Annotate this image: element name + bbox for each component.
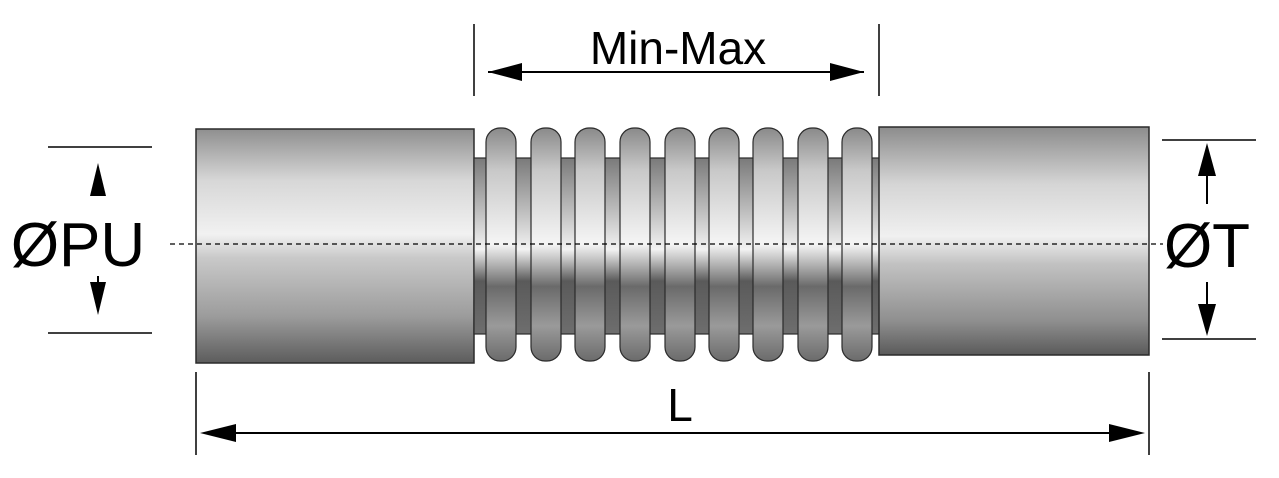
pu-label: ØPU: [11, 211, 145, 280]
min-max-label: Min-Max: [590, 22, 766, 74]
length-arrow-right: [1109, 424, 1145, 442]
min-max-arrow-right: [830, 63, 864, 81]
min-max-dimension: Min-Max: [473, 22, 880, 96]
left-end-sleeve: [195, 128, 475, 364]
t-label: ØT: [1164, 212, 1250, 281]
t-dimension: ØT: [1162, 139, 1256, 340]
length-arrow-left: [200, 424, 236, 442]
min-max-arrow-left: [488, 63, 522, 81]
t-arrow-up: [1198, 143, 1216, 176]
bellows-rib: [530, 127, 562, 362]
pu-arrow-up: [90, 163, 106, 196]
pu-arrow-down: [90, 282, 106, 315]
pu-dimension: ØPU: [11, 146, 152, 334]
t-arrow-down: [1198, 304, 1216, 336]
bellows-rib: [485, 127, 517, 362]
length-dimension: L: [195, 372, 1150, 455]
length-label: L: [667, 379, 693, 431]
right-end-sleeve: [878, 126, 1150, 356]
